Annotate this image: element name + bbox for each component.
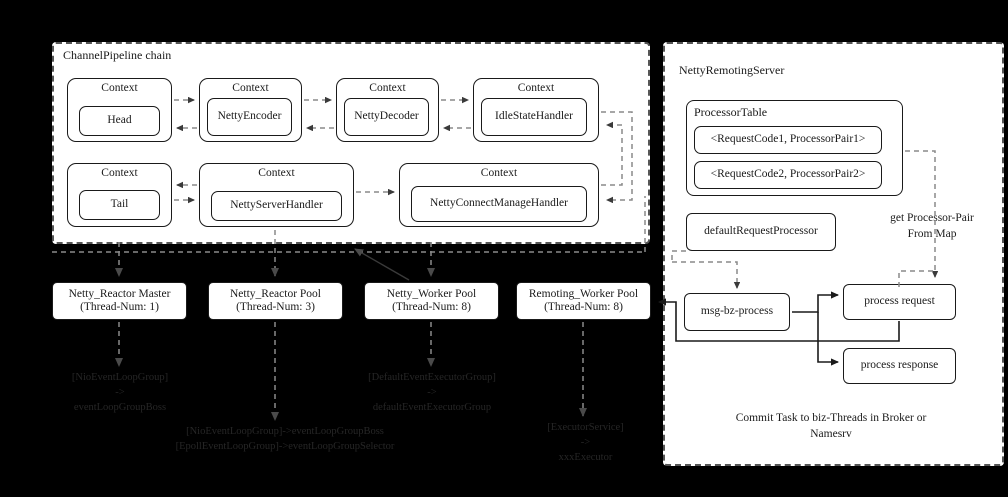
msg-bz-process: msg-bz-process: [684, 293, 790, 331]
context-label: Context: [480, 167, 518, 179]
pool-name: Netty_Worker Pool: [386, 287, 477, 300]
handler-idle-state-handler: IdleStateHandler: [481, 98, 587, 136]
pool-threads: (Thread-Num: 1): [80, 301, 159, 313]
pool-threads: (Thread-Num: 8): [392, 301, 471, 313]
context-label: Context: [232, 82, 269, 94]
context-label: Context: [369, 82, 406, 94]
pool-name: Remoting_Worker Pool: [528, 287, 639, 300]
process-response: process response: [843, 348, 956, 384]
context-label: Context: [517, 82, 555, 94]
handler-netty-connect-manage-handler: NettyConnectManageHandler: [411, 186, 587, 222]
pool-threads: (Thread-Num: 3): [236, 301, 315, 313]
pool-note-reactor-pool: [NioEventLoopGroup]->eventLoopGroupBoss …: [175, 426, 395, 453]
netty-remoting-server-panel-title: NettyRemotingServer: [679, 63, 785, 77]
processor-table-entry-1: <RequestCode1, ProcessorPair1>: [694, 126, 882, 154]
pool-name: Netty_Reactor Master: [68, 287, 171, 300]
pool-note-remoting-worker-pool: [ExecutorService] -> xxxExecutor: [547, 422, 624, 464]
handler-head: Head: [79, 106, 160, 136]
thread-pool-netty-reactor-pool: Netty_Reactor Pool (Thread-Num: 3): [208, 282, 343, 320]
commit-task-footer-note: Commit Task to biz-Threads in Broker or …: [735, 412, 927, 440]
context-label: Context: [101, 167, 138, 179]
processor-table-title: ProcessorTable: [694, 105, 768, 119]
thread-pool-netty-reactor-master: Netty_Reactor Master (Thread-Num: 1): [52, 282, 187, 320]
processor-table-entry-2: <RequestCode2, ProcessorPair2>: [694, 161, 882, 189]
handler-tail: Tail: [79, 190, 160, 220]
handler-netty-encoder: NettyEncoder: [207, 98, 292, 136]
process-request: process request: [843, 284, 956, 320]
context-label: Context: [258, 167, 295, 179]
context-label: Context: [101, 82, 138, 94]
pool-threads: (Thread-Num: 8): [544, 301, 623, 313]
thread-pool-netty-worker-pool: Netty_Worker Pool (Thread-Num: 8): [364, 282, 499, 320]
handler-netty-decoder: NettyDecoder: [344, 98, 429, 136]
pool-note-worker-pool: [DefaultEventExecutorGroup] -> defaultEv…: [368, 372, 496, 414]
pool-note-reactor-master: [NioEventLoopGroup] -> eventLoopGroupBos…: [71, 372, 169, 414]
map-lookup-note: get Processor-Pair From Map: [890, 212, 974, 240]
handler-netty-server-handler: NettyServerHandler: [211, 191, 342, 221]
thread-pool-remoting-worker-pool: Remoting_Worker Pool (Thread-Num: 8): [516, 282, 651, 320]
default-request-processor: defaultRequestProcessor: [686, 213, 836, 251]
pool-name: Netty_Reactor Pool: [229, 287, 322, 300]
channel-pipeline-panel-title: ChannelPipeline chain: [63, 48, 172, 62]
